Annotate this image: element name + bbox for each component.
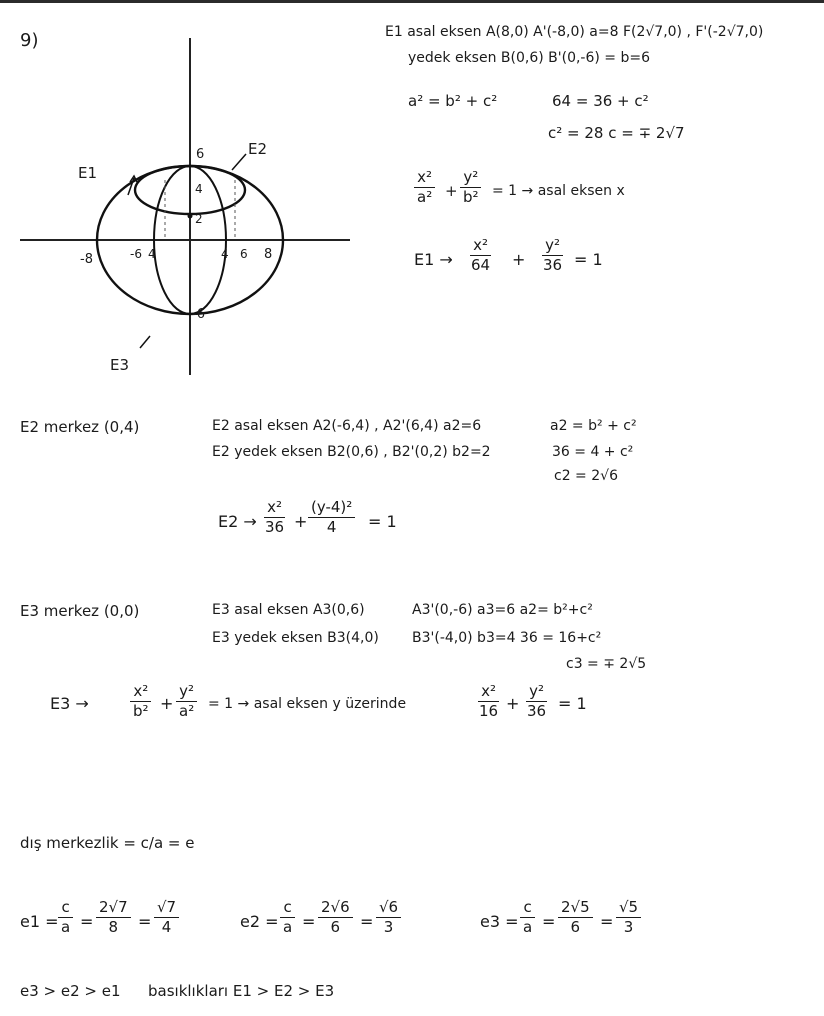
- equals-one: = 1: [558, 694, 587, 713]
- plus-sign: +: [512, 250, 526, 269]
- equals-sign: =: [138, 912, 152, 931]
- tick-label: 2: [195, 212, 203, 226]
- e1-equation-label: E1 →: [414, 250, 453, 269]
- equals-sign: =: [302, 912, 316, 931]
- equals-one: = 1: [368, 512, 397, 531]
- e2-equation-label: E2 →: [218, 512, 257, 531]
- eccentricity-definition: dış merkezlik = c/a = e: [20, 834, 195, 852]
- tick-label: 8: [264, 247, 272, 262]
- e2-calc-formula: a2 = b² + c²: [550, 418, 637, 434]
- ellipse-graph: 6 4 2 -6 -8 -6 4 4 6 8 E1 E2 E3: [20, 38, 350, 375]
- e1-c-value: c² = 28 c = ∓ 2√7: [548, 124, 685, 142]
- e1-substitution: 64 = 36 + c²: [552, 92, 649, 110]
- tick-label: 6: [240, 247, 248, 261]
- problem-number: 9): [20, 30, 39, 51]
- equals-sign: =: [360, 912, 374, 931]
- flattening-order: basıklıkları E1 > E2 > E3: [148, 982, 335, 1000]
- plus-sign: +: [445, 182, 458, 200]
- e3-yedek-line: E3 yedek eksen B3(4,0): [212, 630, 379, 646]
- e2-c-value: c2 = 2√6: [554, 468, 618, 484]
- equals-sign: =: [542, 912, 556, 931]
- eccentricity-order: e3 > e2 > e1: [20, 982, 121, 1000]
- tick-label: 6: [196, 147, 204, 162]
- e2-calc-substitution: 36 = 4 + c²: [552, 444, 634, 460]
- e3-asal-prime: A3'(0,-6) a3=6 a2= b²+c²: [412, 602, 593, 618]
- e2-yedek-line: E2 yedek eksen B2(0,6) , B2'(0,2) b2=2: [212, 444, 491, 460]
- e1-label: e1 =: [20, 912, 59, 931]
- e1-yedek-line: yedek eksen B(0,6) B'(0,-6) = b=6: [408, 50, 650, 66]
- plus-sign: +: [160, 694, 174, 713]
- ellipse-e3: [153, 165, 227, 315]
- point-marker: [187, 213, 193, 219]
- tick-label: 4: [195, 182, 203, 196]
- arrow-e1: [127, 177, 135, 196]
- plus-sign: +: [294, 512, 308, 531]
- tick-label: -8: [80, 252, 93, 267]
- e3-equation-note: = 1 → asal eksen y üzerinde: [208, 696, 407, 712]
- curve-label-e1: E1: [78, 164, 97, 182]
- curve-label-e2: E2: [248, 140, 267, 158]
- e2-asal-line: E2 asal eksen A2(-6,4) , A2'(6,4) a2=6: [212, 418, 482, 434]
- arrow-e2: [231, 153, 247, 171]
- top-border: [0, 0, 824, 3]
- arrow-e3: [139, 335, 151, 349]
- e3-c-value: c3 = ∓ 2√5: [566, 656, 647, 672]
- e3-center: E3 merkez (0,0): [20, 602, 140, 620]
- curve-label-e3: E3: [110, 356, 129, 374]
- e3-equation-label: E3 →: [50, 694, 89, 713]
- arrow-head: [129, 174, 138, 183]
- e3-label: e3 =: [480, 912, 519, 931]
- e2-label: e2 =: [240, 912, 279, 931]
- e1-formula: a² = b² + c²: [408, 92, 498, 110]
- plus-sign: +: [506, 694, 520, 713]
- tick-label: 4: [148, 247, 156, 261]
- equals-one: = 1: [574, 250, 603, 269]
- e3-asal-line: E3 asal eksen A3(0,6): [212, 602, 365, 618]
- tick-label: -6: [192, 307, 205, 322]
- equals-sign: =: [80, 912, 94, 931]
- tick-label: 4: [221, 247, 229, 261]
- e3-yedek-prime: B3'(-4,0) b3=4 36 = 16+c²: [412, 630, 602, 646]
- e2-center: E2 merkez (0,4): [20, 418, 140, 436]
- tick-label: -6: [130, 247, 142, 261]
- rule-note: = 1 → asal eksen x: [492, 183, 625, 199]
- e1-asal-line: E1 asal eksen A(8,0) A'(-8,0) a=8 F(2√7,…: [385, 24, 764, 40]
- equals-sign: =: [600, 912, 614, 931]
